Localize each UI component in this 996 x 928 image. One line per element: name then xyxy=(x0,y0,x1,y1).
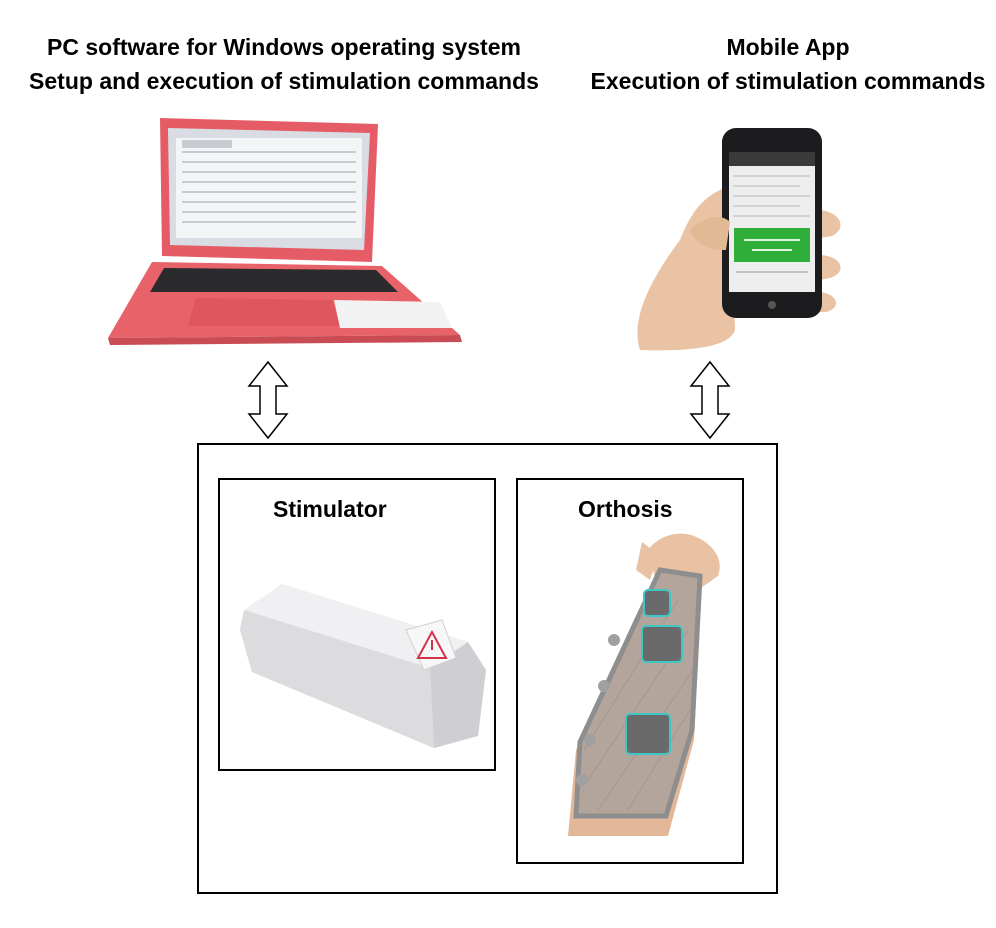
forearm-orthosis-image xyxy=(568,533,720,836)
double-arrow-icon xyxy=(247,360,289,440)
stimulator-label: Stimulator xyxy=(273,496,387,522)
pc-software-title: PC software for Windows operating system… xyxy=(14,30,554,98)
warning-triangle-icon xyxy=(416,629,448,659)
stimulator-panel: Stimulator xyxy=(218,478,496,771)
orthosis-panel: Orthosis xyxy=(516,478,744,864)
pc-software-line1: PC software for Windows operating system xyxy=(47,34,521,60)
mobile-app-title: Mobile App Execution of stimulation comm… xyxy=(588,30,988,98)
double-arrow-icon xyxy=(689,360,731,440)
mobile-app-line1: Mobile App xyxy=(726,34,850,60)
stimulator-device-image xyxy=(240,584,486,748)
mobile-app-line2: Execution of stimulation commands xyxy=(590,68,986,94)
orthosis-label: Orthosis xyxy=(578,496,673,522)
pc-software-line2: Setup and execution of stimulation comma… xyxy=(29,68,539,94)
